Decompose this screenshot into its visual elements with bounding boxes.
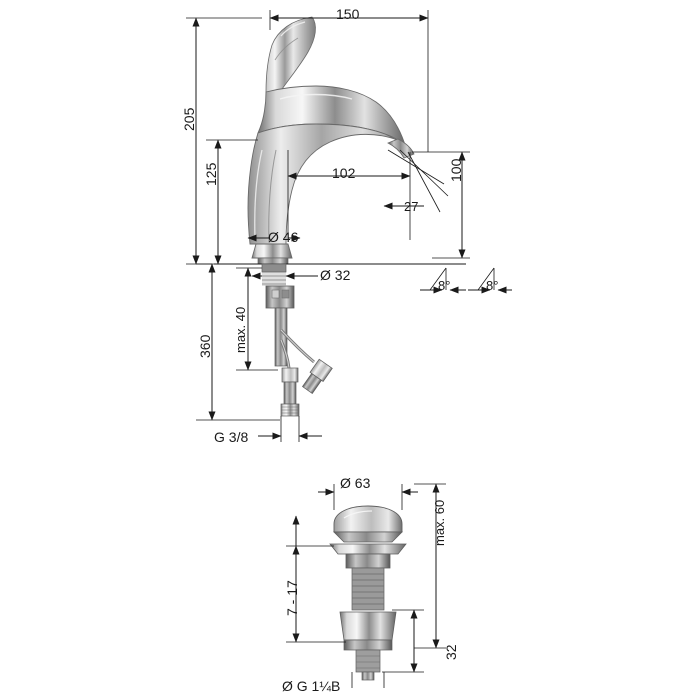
dim-label-dia-46: Ø 46 [268, 229, 299, 245]
dim-label-100: 100 [448, 158, 464, 182]
dim-label-150: 150 [336, 6, 360, 22]
dim-label-27: 27 [404, 199, 419, 214]
dim-label-dia-63: Ø 63 [340, 475, 371, 491]
dim-label-angle-right: 8° [486, 278, 499, 293]
dim-label-7-17: 7 - 17 [284, 580, 300, 616]
dim-label-dia-32: Ø 32 [320, 267, 351, 283]
lower-dimension-lines [286, 483, 446, 688]
dim-label-32: 32 [443, 644, 459, 660]
dim-label-g114b: Ø G 1¼B [282, 678, 341, 694]
upper-dimension-lines [186, 10, 512, 442]
waste-valve-illustration [329, 505, 407, 681]
dim-label-360: 360 [197, 334, 213, 358]
dim-label-angle-left: 8° [438, 278, 451, 293]
dim-label-max-40: max. 40 [233, 306, 248, 353]
dim-label-125: 125 [203, 162, 219, 186]
dim-label-205: 205 [181, 107, 197, 131]
faucet-illustration [214, 16, 466, 417]
dim-label-g38: G 3/8 [214, 429, 249, 445]
dim-label-102: 102 [332, 165, 356, 181]
dim-label-max-60: max. 60 [432, 499, 447, 546]
